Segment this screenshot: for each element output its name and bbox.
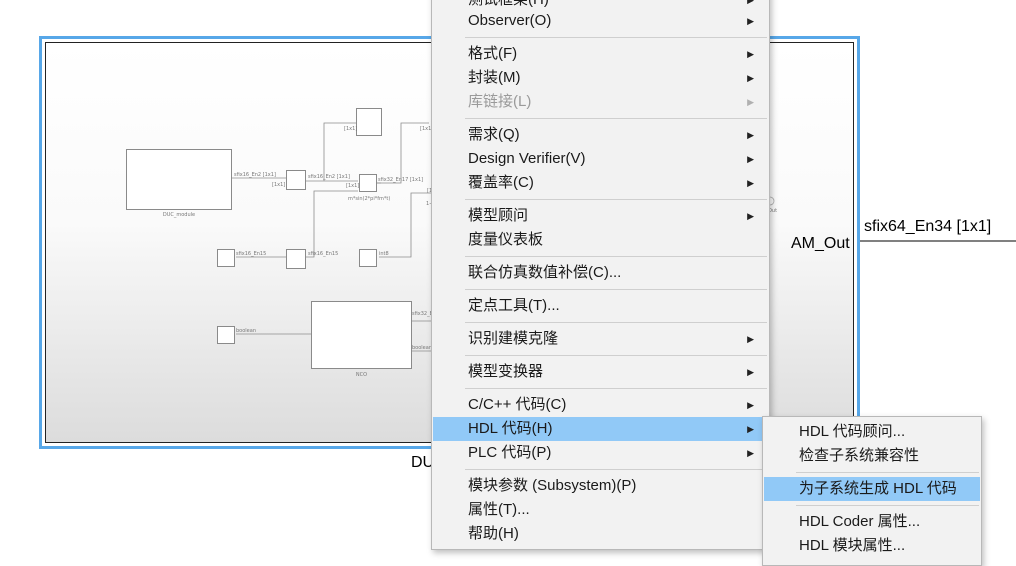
nco-block[interactable] — [311, 301, 412, 369]
chevron-right-icon: ▶ — [747, 334, 754, 344]
menu-item-hdl-block-properties[interactable]: HDL 模块属性... — [799, 537, 906, 554]
chevron-right-icon: ▶ — [747, 130, 754, 140]
signal-label: sfix16_En2 [1x1] — [234, 172, 276, 178]
menu-separator — [465, 118, 767, 119]
menu-separator — [465, 289, 767, 290]
chevron-right-icon: ▶ — [747, 424, 754, 434]
menu-item-cosim-compensation[interactable]: 联合仿真数值补偿(C)... — [468, 264, 622, 281]
product-block[interactable] — [359, 174, 377, 192]
menu-separator — [465, 322, 767, 323]
signal-label: int8 — [379, 251, 389, 257]
menu-separator — [465, 37, 767, 38]
gain-block-2[interactable] — [286, 249, 306, 269]
menu-item-c-cpp-code[interactable]: C/C++ 代码(C)▶ — [433, 393, 768, 417]
duc-module-block[interactable] — [126, 149, 232, 210]
menu-item-hdl-workflow-advisor[interactable]: HDL 代码顾问... — [799, 423, 906, 440]
signal-label: sfix16_En15 — [308, 251, 339, 257]
menu-separator — [465, 388, 767, 389]
signal-label: sfix32_E — [412, 311, 433, 317]
context-menu: 测试框架(H)▶ Observer(O)▶ 格式(F)▶ 封装(M)▶ 库链接(… — [431, 0, 770, 550]
chevron-right-icon: ▶ — [747, 0, 754, 5]
menu-separator — [465, 355, 767, 356]
chevron-right-icon: ▶ — [747, 154, 754, 164]
hdl-code-submenu: HDL 代码顾问... 检查子系统兼容性 为子系统生成 HDL 代码 HDL C… — [762, 416, 982, 566]
menu-item-observer[interactable]: Observer(O)▶ — [433, 9, 768, 33]
menu-item-plc-code[interactable]: PLC 代码(P)▶ — [433, 441, 768, 465]
chevron-right-icon: ▶ — [747, 178, 754, 188]
menu-item-identify-clones[interactable]: 识别建模克隆▶ — [433, 327, 768, 351]
signal-label: [1x1] — [344, 126, 358, 132]
nco-label: NCO — [355, 372, 368, 378]
menu-item-hdl-coder-properties[interactable]: HDL Coder 属性... — [799, 513, 921, 530]
outport-label: Out — [768, 208, 778, 214]
output-signal-label: sfix64_En34 [1x1] — [864, 218, 992, 235]
inport-block-int8[interactable] — [359, 249, 377, 267]
subsystem-name-label: DU — [411, 454, 435, 471]
signal-label: [1x1] — [346, 183, 360, 189]
menu-item-design-verifier[interactable]: Design Verifier(V)▶ — [433, 147, 768, 171]
chevron-right-icon: ▶ — [747, 73, 754, 83]
menu-separator — [796, 472, 979, 473]
menu-item-library-link[interactable]: 库链接(L)▶ — [433, 90, 768, 114]
signal-label: m*sin(2*pi*fm*t) — [348, 196, 391, 202]
chevron-right-icon: ▶ — [747, 97, 754, 107]
menu-item-requirements[interactable]: 需求(Q)▶ — [433, 123, 768, 147]
signal-label: boolean — [412, 345, 432, 351]
menu-item-hdl-code[interactable]: HDL 代码(H)▶ — [433, 417, 768, 441]
menu-separator — [465, 199, 767, 200]
chevron-right-icon: ▶ — [747, 400, 754, 410]
menu-item-properties[interactable]: 属性(T)... — [468, 501, 530, 518]
menu-item-format[interactable]: 格式(F)▶ — [433, 42, 768, 66]
menu-separator — [796, 505, 979, 506]
gain-block-1[interactable] — [286, 170, 306, 190]
signal-label: boolean — [236, 328, 256, 334]
outport-label-am-out: AM_Out — [791, 235, 850, 252]
menu-item-mask[interactable]: 封装(M)▶ — [433, 66, 768, 90]
scope-block[interactable] — [356, 108, 382, 136]
menu-separator — [465, 256, 767, 257]
signal-lines — [232, 122, 439, 352]
inport-block-boolean[interactable] — [217, 326, 235, 344]
menu-item-block-parameters[interactable]: 模块参数 (Subsystem)(P) — [468, 477, 637, 494]
duc-module-label: DUC_module — [162, 212, 196, 218]
menu-item-model-advisor[interactable]: 模型顾问▶ — [433, 204, 768, 228]
signal-label: [1x1] — [420, 126, 434, 132]
menu-separator — [465, 469, 767, 470]
menu-item-metrics-dashboard[interactable]: 度量仪表板 — [468, 231, 544, 248]
inport-block-1[interactable] — [217, 249, 235, 267]
signal-label: [1x1] — [272, 182, 286, 188]
signal-label: sfix16_En15 — [236, 251, 267, 257]
menu-item-generate-hdl-for-subsystem[interactable]: 为子系统生成 HDL 代码 — [764, 477, 980, 501]
menu-item-check-subsystem-compat[interactable]: 检查子系统兼容性 — [799, 447, 920, 464]
chevron-right-icon: ▶ — [747, 211, 754, 221]
signal-label: sfix32_En17 [1x1] — [378, 177, 424, 183]
menu-item-model-transformer[interactable]: 模型变换器▶ — [433, 360, 768, 384]
menu-item-help[interactable]: 帮助(H) — [468, 525, 519, 542]
menu-item-coverage[interactable]: 覆盖率(C)▶ — [433, 171, 768, 195]
chevron-right-icon: ▶ — [747, 367, 754, 377]
menu-item-fixed-point-tool[interactable]: 定点工具(T)... — [468, 297, 560, 314]
signal-label: sfix16_En2 [1x1] — [308, 174, 350, 180]
chevron-right-icon: ▶ — [747, 49, 754, 59]
menu-item-test-harness[interactable]: 测试框架(H)▶ — [433, 0, 768, 12]
chevron-right-icon: ▶ — [747, 448, 754, 458]
chevron-right-icon: ▶ — [747, 16, 754, 26]
